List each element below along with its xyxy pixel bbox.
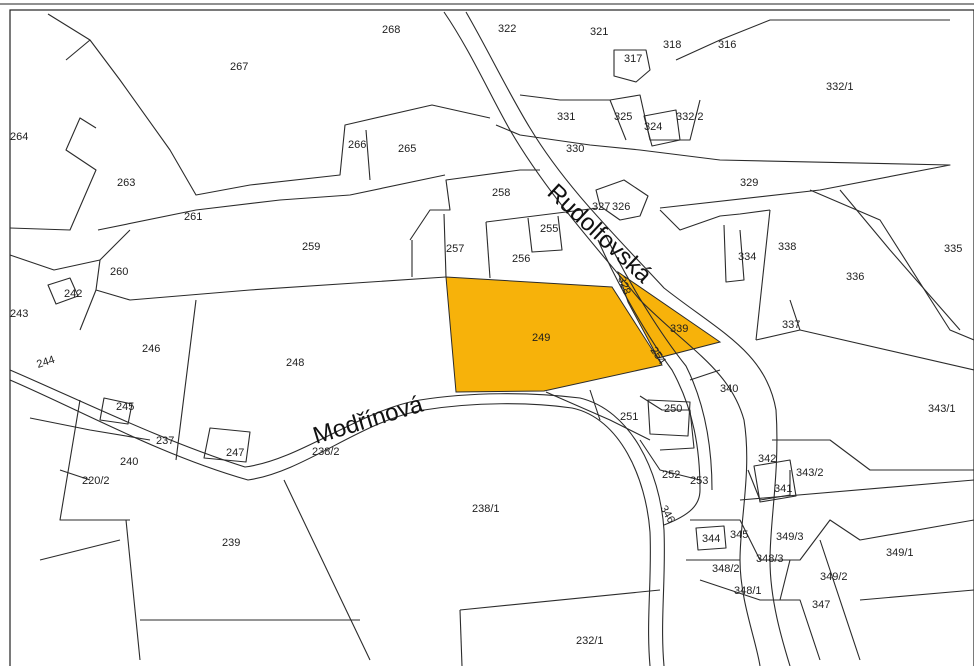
parcel-339-highlight[interactable] xyxy=(617,270,722,359)
parcel-label-316: 316 xyxy=(718,39,736,51)
parcel-label-327: 327 xyxy=(592,201,610,213)
parcel-label-348-2: 348/2 xyxy=(712,563,740,575)
parcel-label-242: 242 xyxy=(64,288,82,300)
parcel-label-345: 345 xyxy=(730,529,748,541)
parcel-label-338: 338 xyxy=(778,241,796,253)
buildings xyxy=(47,49,797,551)
parcel-label-246: 246 xyxy=(142,343,160,355)
street-name-modrinova: Modřínová xyxy=(310,391,427,450)
parcel-labels: 268 322 321 318 317 316 267 332/1 264 33… xyxy=(10,23,962,647)
parcel-label-349-3: 349/3 xyxy=(776,531,804,543)
parcel-label-322: 322 xyxy=(498,23,516,35)
parcel-label-244: 244 xyxy=(35,354,56,371)
parcel-label-263: 263 xyxy=(117,177,135,189)
parcel-label-341: 341 xyxy=(774,483,792,495)
parcel-label-349-2: 349/2 xyxy=(820,571,848,583)
parcel-label-335: 335 xyxy=(944,243,962,255)
parcel-label-260: 260 xyxy=(110,266,128,278)
map-frame xyxy=(9,9,974,666)
parcel-249-highlight[interactable] xyxy=(445,276,663,393)
parcel-label-326: 326 xyxy=(612,201,630,213)
parcel-label-348-3: 348/3 xyxy=(756,553,784,565)
modrinova-road-north-edge xyxy=(9,369,665,666)
parcel-label-318: 318 xyxy=(663,39,681,51)
modrinova-road-south-edge xyxy=(9,379,651,666)
parcel-label-248: 248 xyxy=(286,357,304,369)
parcel-label-324: 324 xyxy=(644,121,662,133)
parcel-label-247: 247 xyxy=(226,447,244,459)
street-name-rudolfovska: Rudolfovská xyxy=(542,179,657,289)
parcel-label-265: 265 xyxy=(398,143,416,155)
lane-328-east xyxy=(605,235,713,491)
parcel-label-253: 253 xyxy=(690,475,708,487)
parcel-label-332-1: 332/1 xyxy=(826,81,854,93)
parcel-label-266: 266 xyxy=(348,139,366,151)
parcel-label-258: 258 xyxy=(492,187,510,199)
parcel-label-340: 340 xyxy=(720,383,738,395)
parcel-label-232-1: 232/1 xyxy=(576,635,604,647)
parcel-label-331: 331 xyxy=(557,111,575,123)
parcel-label-325: 325 xyxy=(614,111,632,123)
parcel-label-245: 245 xyxy=(116,401,134,413)
parcel-label-337: 337 xyxy=(782,319,800,331)
parcel-label-261: 261 xyxy=(184,211,202,223)
parcel-label-339: 339 xyxy=(670,323,688,335)
parcel-label-336: 336 xyxy=(846,271,864,283)
parcel-label-329: 329 xyxy=(740,177,758,189)
parcel-label-321: 321 xyxy=(590,26,608,38)
parcel-label-342: 342 xyxy=(758,453,776,465)
parcel-label-238-2: 238/2 xyxy=(312,446,340,458)
parcel-label-238-1: 238/1 xyxy=(472,503,500,515)
parcel-label-343-1: 343/1 xyxy=(928,403,956,415)
parcel-label-268: 268 xyxy=(382,24,400,36)
parcel-label-347: 347 xyxy=(812,599,830,611)
parcel-label-243: 243 xyxy=(10,308,28,320)
parcel-label-332-2: 332/2 xyxy=(676,111,704,123)
parcel-label-343-2: 343/2 xyxy=(796,467,824,479)
parcel-label-334: 334 xyxy=(738,251,756,263)
parcel-label-317: 317 xyxy=(624,53,642,65)
lane-328-west xyxy=(597,239,701,526)
parcel-label-264: 264 xyxy=(10,131,28,143)
parcel-label-251: 251 xyxy=(620,411,638,423)
parcel-label-255: 255 xyxy=(540,223,558,235)
parcel-label-259: 259 xyxy=(302,241,320,253)
parcel-label-346: 346 xyxy=(657,504,677,526)
parcel-label-344: 344 xyxy=(702,533,720,545)
parcel-label-240: 240 xyxy=(120,456,138,468)
parcel-label-256: 256 xyxy=(512,253,530,265)
parcel-label-349-1: 349/1 xyxy=(886,547,914,559)
parcel-label-267: 267 xyxy=(230,61,248,73)
parcel-label-330: 330 xyxy=(566,143,584,155)
parcel-label-328: 328 xyxy=(615,275,633,296)
rudolfovska-road-west-edge xyxy=(443,11,761,666)
parcel-label-220-2: 220/2 xyxy=(82,475,110,487)
parcel-label-250: 250 xyxy=(664,403,682,415)
parcel-label-252: 252 xyxy=(662,469,680,481)
parcel-label-249: 249 xyxy=(532,332,550,344)
parcel-label-237: 237 xyxy=(156,435,174,447)
parcel-label-239: 239 xyxy=(222,537,240,549)
parcel-label-257: 257 xyxy=(446,243,464,255)
parcel-label-348-1: 348/1 xyxy=(734,585,762,597)
